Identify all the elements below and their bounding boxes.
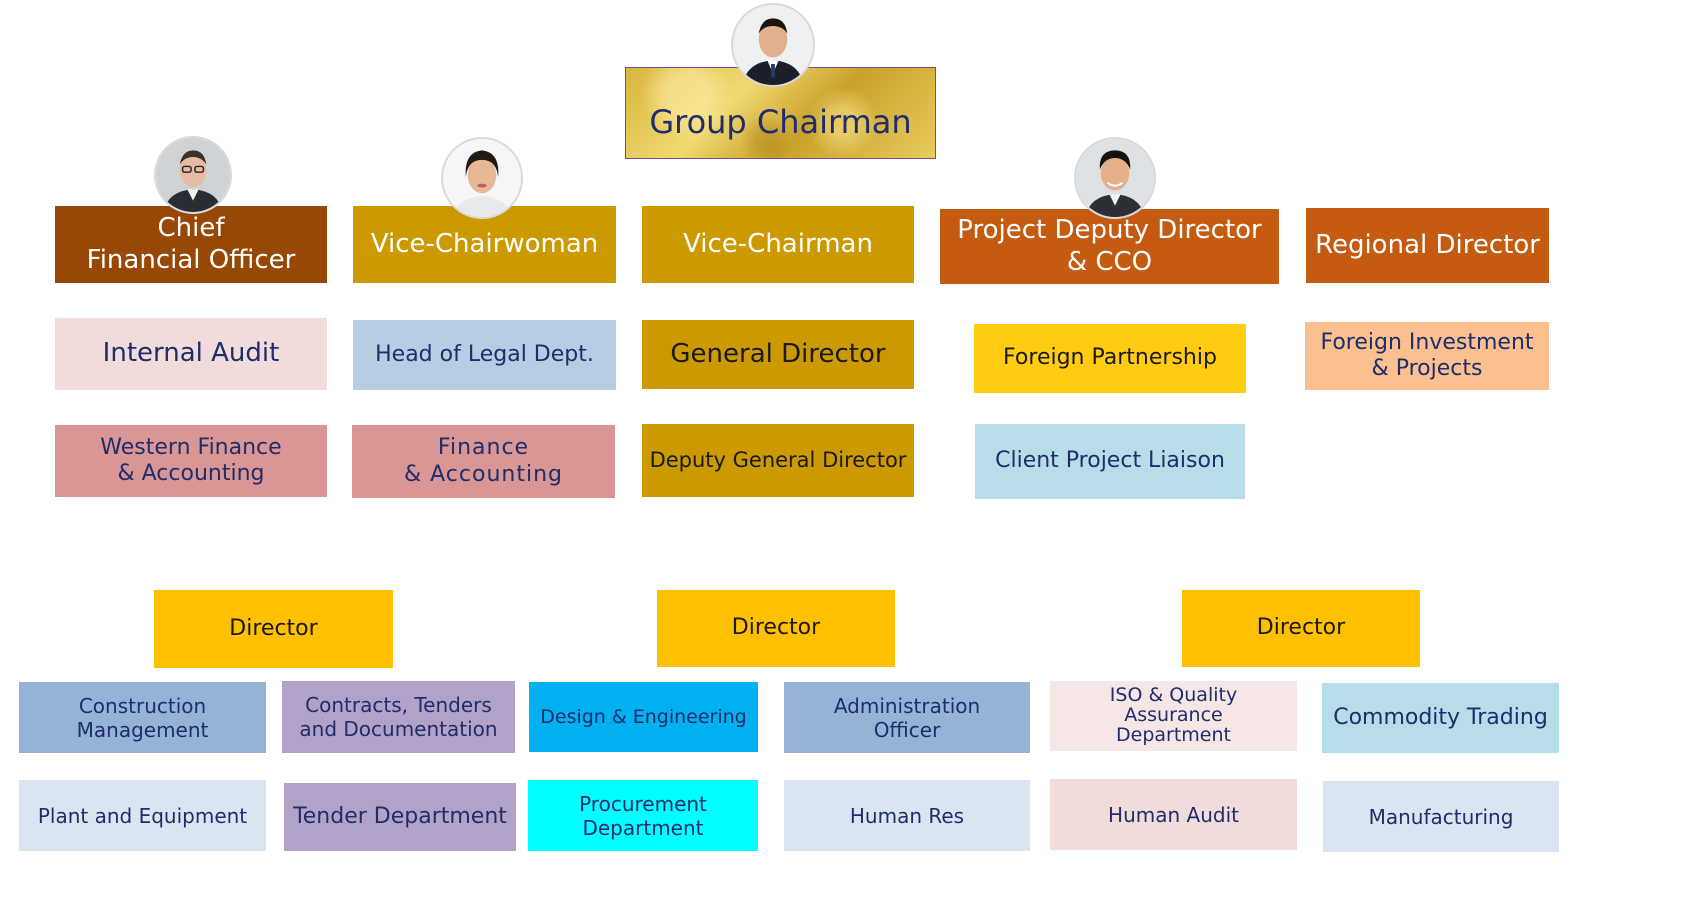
director-label-2: Director [731, 615, 821, 641]
head-legal-label: Head of Legal Dept. [375, 341, 594, 367]
procurement-department-box: Procurement Department [528, 780, 758, 851]
cfo-box: Chief Financial Officer [55, 206, 327, 283]
human-audit-box: Human Audit [1050, 779, 1297, 850]
general-director-label: General Director [670, 338, 886, 369]
foreign-investment-box: Foreign Investment & Projects [1305, 322, 1549, 390]
group-chairman-label: Group Chairman [649, 102, 912, 141]
project-deputy-director-avatar-icon [1074, 137, 1156, 219]
director-box-3: Director [1182, 590, 1420, 667]
western-finance-label: Western Finance & Accounting [100, 434, 282, 486]
foreign-investment-label: Foreign Investment & Projects [1320, 329, 1534, 381]
finance-accounting-label: Finance & Accounting [404, 435, 563, 487]
foreign-partnership-box: Foreign Partnership [974, 324, 1246, 393]
deputy-general-director-label: Deputy General Director [649, 447, 907, 472]
iso-quality-box: ISO & Quality Assurance Department [1050, 681, 1297, 751]
design-engineering-box: Design & Engineering [529, 682, 758, 752]
group-chairman-box: Group Chairman [625, 67, 936, 159]
plant-equipment-box: Plant and Equipment [19, 780, 266, 851]
western-finance-box: Western Finance & Accounting [55, 425, 327, 497]
deputy-general-director-box: Deputy General Director [642, 424, 914, 497]
construction-management-label: Construction Management [76, 693, 209, 742]
vice-chairman-box: Vice-Chairman [642, 206, 914, 283]
procurement-department-label: Procurement Department [579, 791, 707, 840]
human-audit-label: Human Audit [1108, 802, 1239, 827]
tender-department-label: Tender Department [293, 803, 507, 829]
manufacturing-box: Manufacturing [1323, 781, 1559, 852]
cfo-label: Chief Financial Officer [86, 213, 296, 275]
finance-accounting-box: Finance & Accounting [352, 425, 615, 498]
human-res-box: Human Res [784, 780, 1030, 851]
project-deputy-director-label: Project Deputy Director & CCO [957, 215, 1262, 277]
group-chairman-avatar-icon [731, 3, 815, 87]
administration-officer-label: Administration Officer [833, 693, 981, 742]
construction-management-box: Construction Management [19, 682, 266, 753]
regional-director-label: Regional Director [1315, 229, 1540, 260]
administration-officer-box: Administration Officer [784, 682, 1030, 753]
general-director-box: General Director [642, 320, 914, 389]
manufacturing-label: Manufacturing [1368, 804, 1514, 829]
client-project-liaison-box: Client Project Liaison [975, 424, 1245, 499]
client-project-liaison-label: Client Project Liaison [995, 448, 1225, 474]
vice-chairman-label: Vice-Chairman [683, 228, 873, 259]
human-res-label: Human Res [849, 803, 965, 828]
foreign-partnership-label: Foreign Partnership [1003, 345, 1217, 371]
contracts-tenders-box: Contracts, Tenders and Documentation [282, 681, 515, 753]
commodity-trading-box: Commodity Trading [1322, 683, 1559, 753]
cfo-avatar-icon [154, 136, 232, 214]
project-deputy-director-box: Project Deputy Director & CCO [940, 209, 1279, 284]
contracts-tenders-label: Contracts, Tenders and Documentation [299, 693, 498, 741]
vice-chairwoman-label: Vice-Chairwoman [370, 228, 599, 259]
director-label-1: Director [229, 615, 318, 641]
internal-audit-box: Internal Audit [55, 318, 327, 390]
plant-equipment-label: Plant and Equipment [37, 803, 248, 828]
vice-chairwoman-avatar-icon [441, 137, 523, 219]
director-label-3: Director [1256, 615, 1346, 641]
regional-director-box: Regional Director [1306, 208, 1549, 283]
director-box-2: Director [657, 590, 895, 667]
commodity-trading-label: Commodity Trading [1333, 704, 1548, 730]
director-box-1: Director [154, 590, 393, 668]
internal-audit-label: Internal Audit [102, 338, 280, 369]
design-engineering-label: Design & Engineering [540, 705, 747, 728]
iso-quality-label: ISO & Quality Assurance Department [1109, 684, 1238, 746]
head-legal-box: Head of Legal Dept. [353, 320, 616, 390]
tender-department-box: Tender Department [284, 783, 516, 851]
